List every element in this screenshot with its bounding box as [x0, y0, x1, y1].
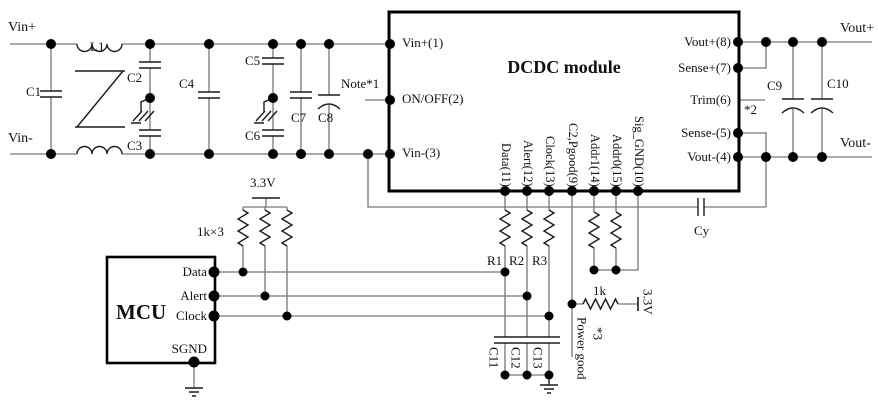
mcu-pin-sgnd-label: SGND: [171, 341, 207, 356]
capacitor-c5: [262, 57, 284, 65]
mcu-pin-clock-label: Clock: [175, 308, 207, 323]
note1-label: Note*1: [341, 76, 380, 91]
l1-label: L1: [90, 39, 105, 54]
capacitor-c6: [262, 129, 284, 137]
mcu-title: MCU: [116, 300, 167, 324]
mcu-box: [105, 255, 217, 365]
c13-label: C13: [530, 347, 546, 369]
resistor-r1: [498, 209, 512, 247]
earth-ground-icon-sgnd: [185, 387, 203, 397]
c5-label: C5: [245, 53, 261, 68]
capacitor-cy: [697, 198, 705, 216]
vout-minus-label: Vout-: [840, 136, 871, 151]
pullup-value-label: 1k×3: [197, 224, 224, 239]
capacitor-c13: [538, 336, 560, 344]
wire-sense-plus-link: [738, 42, 767, 69]
note3-label: *3: [590, 327, 606, 340]
capacitor-c8: [317, 94, 341, 110]
resistor-pullup-1: [236, 209, 250, 247]
resistor-pullup-3: [280, 209, 294, 247]
capacitor-c1: [40, 90, 62, 98]
pin-addr1-label: Addr1(14): [588, 134, 602, 187]
r3-label: R3: [532, 253, 548, 268]
chassis-ground-icon-c2: [131, 97, 155, 124]
pin-siggnd-label: Sig_GND(10): [632, 116, 646, 187]
pin-sense-plus-label: Sense+(7): [678, 60, 731, 75]
rail-33v-pgood-label: 3.3V: [640, 289, 656, 315]
pin-addr0-label: Addr0(15): [610, 134, 624, 187]
dcdc-module-title: DCDC module: [507, 57, 621, 77]
capacitor-c11: [494, 336, 516, 344]
wire-sense-minus-link: [738, 132, 767, 207]
resistor-r2: [520, 209, 534, 247]
r2-label: R2: [509, 253, 525, 268]
rail-33v-top-label: 3.3V: [250, 175, 276, 190]
pin-onoff-label: ON/OFF(2): [402, 91, 464, 106]
c3-label: C3: [127, 138, 143, 153]
chassis-ground-icon-c5: [254, 97, 278, 124]
resistor-r3: [542, 209, 556, 247]
c8-label: C8: [318, 110, 334, 125]
wires: [10, 41, 872, 388]
capacitor-c9: [781, 98, 805, 114]
capacitor-c7: [290, 91, 312, 99]
capacitor-c12: [516, 336, 538, 344]
note2-label: *2: [744, 102, 757, 117]
pin-vout-minus-label: Vout-(4): [687, 149, 731, 164]
c1-label: C1: [26, 84, 42, 99]
vout-plus-label: Vout+: [840, 21, 875, 36]
pin-trim-label: Trim(6): [690, 92, 731, 107]
c2-label: C2: [127, 70, 143, 85]
r1-label: R1: [487, 253, 503, 268]
pin-alert-label: Alert(12): [521, 140, 535, 187]
pin-sense-minus-label: Sense-(5): [681, 125, 731, 140]
capacitor-c4: [198, 91, 220, 99]
c7-label: C7: [291, 110, 307, 125]
c9-label: C9: [767, 78, 783, 93]
pin-vout-plus-label: Vout+(8): [684, 34, 731, 49]
wire-pullup-bottoms: [242, 246, 288, 316]
wire-signal-ground-return: [367, 154, 766, 208]
pgood-resistor-label: 1k: [593, 283, 606, 298]
resistor-addr0: [609, 211, 623, 249]
c6-label: C6: [245, 128, 261, 143]
resistor-pullup-2: [258, 209, 272, 247]
wire-addr-network: [593, 191, 639, 271]
pin-vin-minus-label: Vin-(3): [402, 145, 441, 160]
pin-data-label: Data(11): [499, 143, 513, 187]
c11-label: C11: [486, 347, 502, 369]
resistor-addr1: [587, 211, 601, 249]
wire-pullup-top: [242, 198, 288, 210]
power-good-label: Power good: [574, 317, 590, 380]
pin-clock-label: Clock(13): [543, 136, 557, 187]
inductor-l1: [75, 43, 125, 155]
resistor-pgood-1k: [582, 297, 619, 311]
mcu-pin-data-label: Data: [182, 264, 207, 279]
cy-label: Cy: [694, 223, 710, 238]
earth-ground-icon-c13: [540, 375, 558, 394]
c10-label: C10: [827, 76, 849, 91]
mcu-pin-alert-label: Alert: [180, 288, 207, 303]
junction-dots: [46, 37, 827, 380]
vin-minus-label: Vin-: [8, 131, 33, 146]
c4-label: C4: [179, 76, 195, 91]
capacitor-c10: [810, 98, 834, 114]
pin-pgood-label: C2,Pgood(9): [566, 122, 580, 187]
c12-label: C12: [508, 347, 524, 369]
wire-c11-c13: [504, 272, 550, 376]
vin-plus-label: Vin+: [8, 20, 37, 35]
capacitor-c3: [139, 129, 161, 137]
capacitor-c2: [139, 61, 161, 69]
pin-vin-plus-label: Vin+(1): [402, 35, 444, 50]
